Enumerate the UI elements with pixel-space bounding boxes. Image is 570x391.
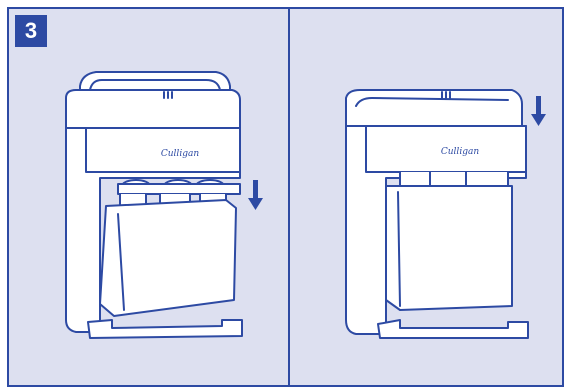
- down-arrow-icon: [531, 96, 546, 126]
- brand-logo-right: Culligan: [441, 147, 479, 157]
